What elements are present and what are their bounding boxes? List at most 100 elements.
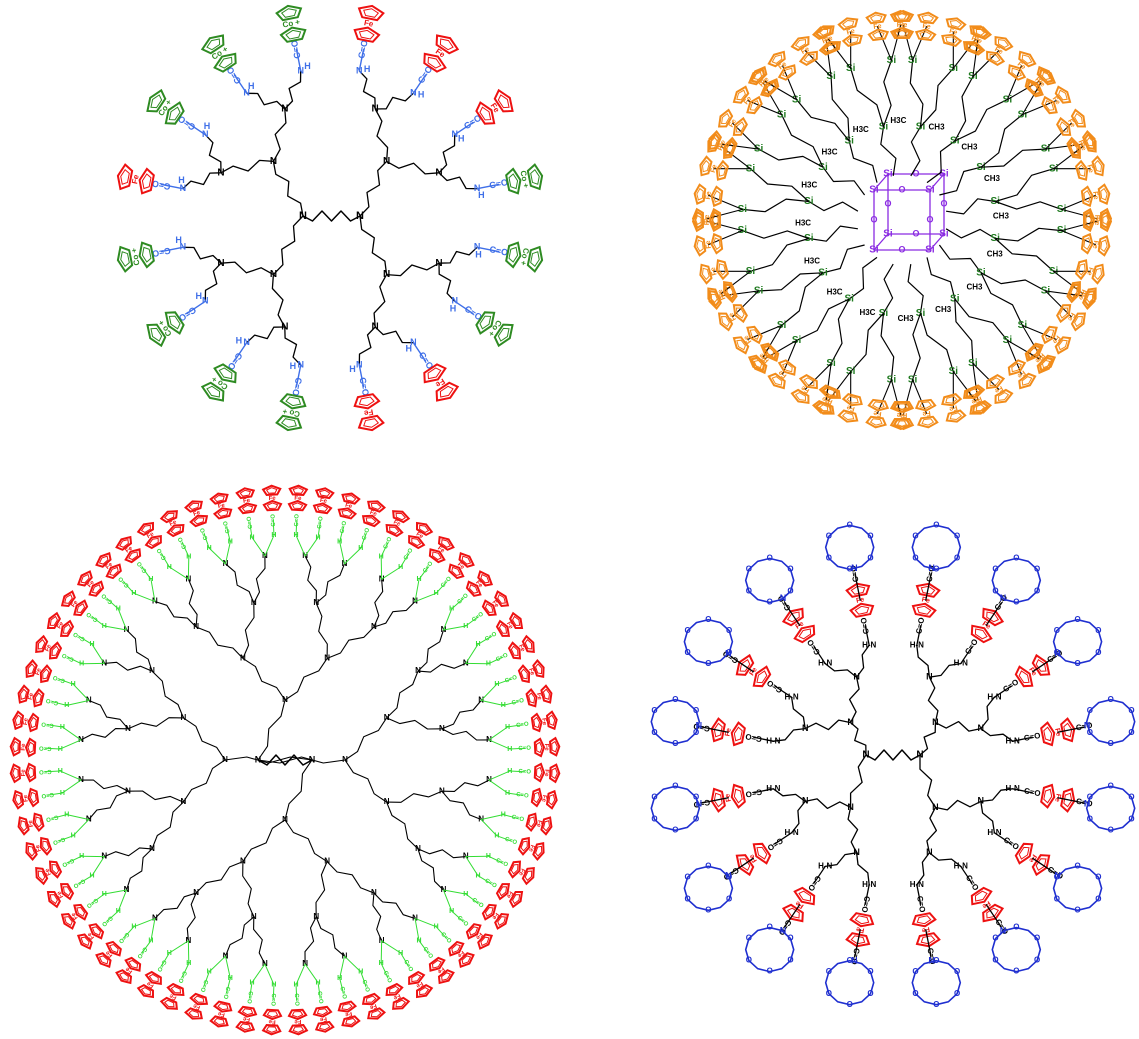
alkyl-chain [126, 629, 153, 672]
ring-outline [12, 710, 25, 731]
ring-outline [945, 17, 967, 31]
cyclopentadienyl-ring-icon [48, 860, 63, 879]
ring-outline [962, 385, 984, 399]
ring-outline [525, 687, 538, 708]
cyclopentadienyl-ring-icon [341, 1015, 361, 1028]
alkyl-chain [980, 801, 996, 833]
cyclopentadienyl-ring-icon [1083, 210, 1096, 233]
ring-outline [1007, 359, 1027, 376]
bond-line [272, 984, 275, 1001]
metallocene-icon: Fe [941, 17, 967, 47]
cyclopentadienyl-ring-icon [448, 940, 465, 957]
ring-inner [51, 863, 60, 875]
bond-line [208, 547, 226, 565]
ring-outline [237, 502, 258, 515]
cyclopentadienyl-ring-icon [465, 923, 482, 940]
metallocene-icon: Fe [495, 611, 524, 637]
cyclopentadienyl-ring-icon [32, 687, 45, 708]
ring-outline [189, 992, 209, 1006]
cyclopentadienyl-ring-icon [312, 502, 333, 515]
metallocene-icon: Fe [159, 982, 185, 1010]
carbonyl-label: C=O [85, 896, 99, 908]
ring-inner [265, 487, 278, 494]
crown-oxygen: O [1054, 648, 1060, 657]
ring-outline [261, 1024, 282, 1036]
alkyl-chain [946, 198, 996, 215]
carbonyl-label: C=O [471, 897, 485, 909]
ring-outline [849, 912, 875, 928]
ring-outline [465, 580, 482, 597]
crown-oxygen: O [1013, 967, 1019, 976]
ring-outline [416, 983, 434, 999]
ring-inner [51, 645, 60, 657]
bond-line [161, 952, 170, 967]
cyclopentadienyl-ring-icon [385, 982, 404, 997]
cyclopentadienyl-ring-icon [540, 816, 553, 836]
crown-oxygen: O [705, 861, 711, 870]
ring-inner [551, 740, 558, 753]
crown-ring [650, 698, 701, 745]
metal-label: Fe [294, 1018, 302, 1024]
alkyl-chain [825, 852, 857, 868]
ring-outline [970, 886, 993, 906]
amide-hydrogen: H [175, 235, 182, 245]
ring-outline [116, 163, 134, 191]
carbonyl-label: C=O [100, 914, 114, 927]
amide-hydrogen: H [204, 121, 211, 131]
bond-line [150, 578, 156, 603]
metallocene-icon: Fe [12, 710, 40, 733]
bond-line [181, 542, 190, 558]
carbonyl-label: C=O [511, 814, 525, 823]
carbonyl-label: C=O [39, 768, 52, 775]
ring-inner [12, 740, 19, 753]
ring-inner [419, 524, 430, 533]
ring-outline [477, 933, 494, 950]
cyclopentadienyl-ring-icon [941, 393, 963, 407]
metal-label: Fe [972, 395, 982, 405]
crown-oxygen: O [651, 728, 657, 737]
metal-label: Fe [28, 692, 36, 701]
ring-inner [512, 894, 521, 905]
ring-inner [431, 959, 442, 969]
metal-label: Fe [146, 531, 156, 540]
ring-inner [42, 840, 50, 852]
alkyl-chain [994, 238, 1055, 272]
ring-outline [526, 163, 544, 191]
metallocene-icon: Fe [312, 1005, 335, 1033]
metallocene-icon: Fe [60, 590, 89, 617]
crown-oxygen: O [1095, 894, 1101, 903]
cyclopentadienyl-ring-icon [1007, 64, 1027, 81]
ring-inner [188, 502, 200, 511]
ring-outline [1097, 235, 1111, 257]
ring-inner [150, 327, 163, 342]
crown-oxygen: O [787, 934, 793, 943]
methyl-label: CH3 [898, 314, 915, 323]
bond-line [1057, 726, 1085, 733]
crown-oxygen: O [933, 1000, 939, 1009]
metal-label: Fe [489, 101, 502, 114]
ring-inner [765, 81, 776, 93]
metallocene-icon: Fe [423, 34, 460, 73]
bond-line [985, 602, 1002, 626]
crown-ring [911, 959, 962, 1006]
ring-inner [451, 943, 461, 954]
alkyl-chain [742, 198, 809, 213]
ring-inner [1018, 670, 1030, 684]
crown-oxygen: O [693, 728, 699, 737]
crown-oxygen: O [933, 520, 939, 529]
cyclopentadienyl-ring-icon [715, 159, 729, 181]
metal-label: Fe [517, 644, 526, 653]
cyclopentadienyl-ring-icon [9, 736, 21, 757]
cyclopentadienyl-ring-icon [144, 534, 162, 550]
alkyl-chain [373, 892, 416, 920]
cyclopentadienyl-ring-icon [818, 384, 839, 399]
ring-inner [291, 502, 304, 510]
alkyl-chain [438, 134, 456, 174]
bond-line [774, 685, 793, 698]
ring-outline [507, 860, 522, 879]
cyclopentadienyl-ring-icon [798, 374, 818, 390]
carbonyl-label: C=O [504, 675, 518, 685]
ring-inner [1085, 293, 1094, 306]
cyclopentadienyl-ring-icon [88, 923, 105, 940]
